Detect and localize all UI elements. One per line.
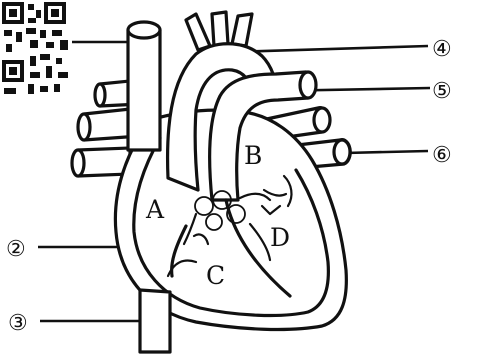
leader-line-4 [230, 46, 428, 52]
chamber-label-d: D [270, 223, 290, 252]
chamber-label-b: B [244, 141, 262, 170]
inferior-vena-cava [140, 290, 170, 352]
callout-number-3: ③ [8, 311, 28, 336]
qr-code-graphic [0, 0, 72, 98]
chamber-label-a: A [145, 195, 165, 224]
callout-number-2: ② [6, 237, 26, 262]
leader-line-6 [345, 151, 428, 153]
superior-vena-cava [128, 30, 160, 150]
callout-number-4: ④ [432, 37, 452, 62]
chamber-label-c: C [206, 261, 225, 290]
callout-number-5: ⑤ [432, 79, 452, 104]
callout-number-6: ⑥ [432, 143, 452, 168]
